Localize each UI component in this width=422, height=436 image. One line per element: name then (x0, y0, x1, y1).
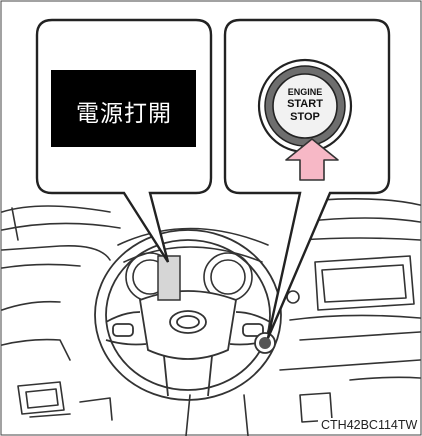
button-label-start: START (287, 98, 323, 110)
display-screen (51, 70, 196, 147)
engine-start-stop-button (272, 73, 338, 139)
figure-code: CTH42BC114TW (318, 418, 421, 432)
steering-wheel (94, 229, 282, 401)
dashboard-drawing (1, 197, 421, 436)
display-highlight (157, 255, 181, 301)
engine-switch-location (254, 332, 276, 354)
power-on-display-text: 電源打開 (76, 101, 172, 127)
press-arrow-icon (285, 138, 339, 181)
button-label-stop: STOP (290, 111, 320, 123)
button-label-engine: ENGINE (287, 87, 323, 97)
